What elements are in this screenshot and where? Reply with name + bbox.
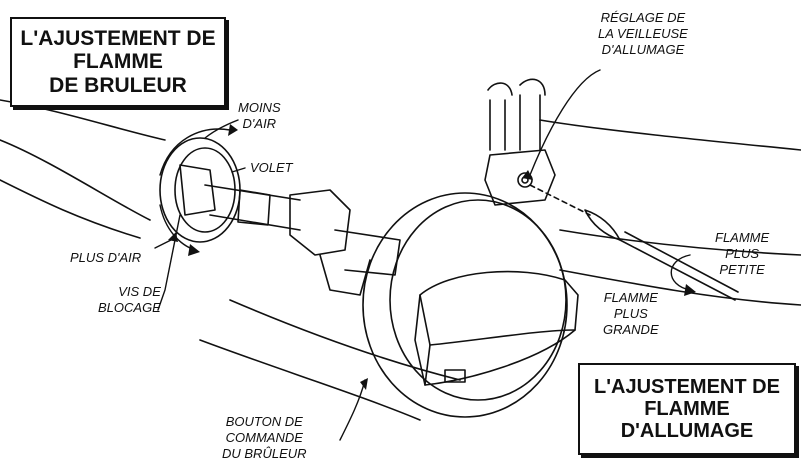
leader-shutter [231, 167, 246, 173]
label-smaller-flame-line-3: PETITE [719, 261, 765, 277]
burner-tube [0, 99, 166, 239]
label-pilot-adjust-line-3: D'ALLUMAGE [601, 41, 685, 57]
pilot-title-line-3: D'ALLUMAGE [620, 420, 754, 442]
control-knob-handle [414, 270, 579, 386]
label-control-knob-line-1: BOUTON DE [225, 414, 303, 429]
pilot-title-line-1: L'AJUSTEMENT DE [594, 376, 780, 398]
leader-less-air [204, 119, 239, 139]
flame-rotate-arrow [670, 254, 691, 291]
label-less-air-line-2: D'AIR [242, 115, 277, 131]
burner-title-line-3: DE BRULEUR [49, 73, 187, 97]
label-lock-screw-line-2: BLOCAGE [98, 299, 161, 315]
label-less-air: MOINS D'AIR [238, 100, 281, 132]
label-control-knob-line-3: DU BRÛLEUR [222, 445, 307, 461]
label-pilot-adjust-line-1: RÉGLAGE DE [600, 10, 686, 25]
label-smaller-flame: FLAMME PLUS PETITE [715, 230, 769, 278]
label-less-air-line-1: MOINS [238, 100, 281, 115]
burner-flame-adjust-title: L'AJUSTEMENT DE FLAMME DE BRULEUR [10, 17, 226, 107]
label-shutter: VOLET [250, 160, 293, 176]
control-knob-disc [362, 192, 568, 418]
pilot-flame-adjust-title: L'AJUSTEMENT DE FLAMME D'ALLUMAGE [578, 363, 796, 455]
leader-control-knob [339, 379, 366, 441]
label-smaller-flame-line-1: FLAMME [715, 230, 770, 245]
label-control-knob: BOUTON DE COMMANDE DU BRÛLEUR [222, 414, 307, 462]
leader-pilot-adjust [529, 69, 601, 176]
burner-title-line-1: L'AJUSTEMENT DE [20, 27, 216, 51]
label-larger-flame-line-2: PLUS [613, 305, 648, 321]
label-pilot-adjust: RÉGLAGE DE LA VEILLEUSE D'ALLUMAGE [598, 10, 688, 58]
pilot-assembly [484, 149, 556, 206]
less-air-arrow [159, 128, 231, 176]
burner-title-line-2: FLAMME [73, 50, 163, 74]
label-pilot-adjust-line-2: LA VEILLEUSE [598, 25, 688, 41]
label-larger-flame-line-3: GRANDE [603, 321, 659, 337]
air-shutter-disc [159, 137, 241, 243]
gas-valve [289, 189, 351, 256]
label-lock-screw-line-1: VIS DE [118, 284, 161, 299]
label-shutter-text: VOLET [250, 160, 293, 175]
label-larger-flame: FLAMME PLUS GRANDE [603, 290, 659, 338]
pilot-title-line-2: FLAMME [644, 398, 730, 420]
label-more-air: PLUS D'AIR [70, 250, 141, 266]
label-lock-screw: VIS DE BLOCAGE [98, 284, 161, 316]
label-larger-flame-line-1: FLAMME [603, 290, 658, 305]
label-smaller-flame-line-2: PLUS [725, 245, 760, 261]
label-more-air-text: PLUS D'AIR [70, 250, 142, 265]
right-pipe [559, 229, 801, 306]
label-control-knob-line-2: COMMANDE [225, 429, 303, 445]
